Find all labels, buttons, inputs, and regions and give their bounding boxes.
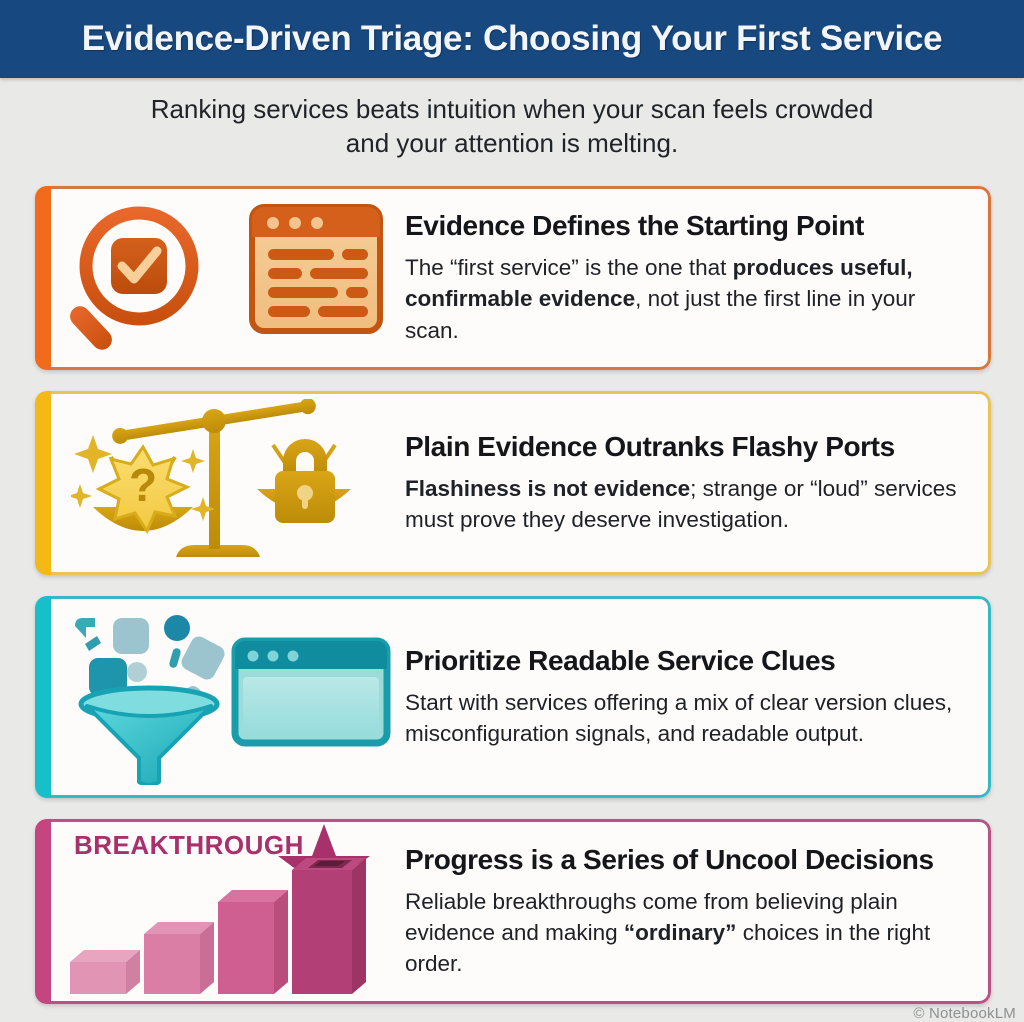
card-title: Progress is a Series of Uncool Decisions xyxy=(405,843,934,875)
sparkle-icon xyxy=(71,435,215,521)
subtitle-line-1: Ranking services beats intuition when yo… xyxy=(150,94,874,124)
card-icon-group: BREAKTHROUGH xyxy=(51,822,401,1001)
card-text-group: Progress is a Series of Uncool Decisions… xyxy=(401,844,988,979)
card-inner: ? Plain Evidence Outranks xyxy=(51,391,991,575)
card-plain-evidence-outranks-flashy-ports[interactable]: ? Plain Evidence Outranks xyxy=(35,391,991,575)
card-inner: BREAKTHROUGH xyxy=(51,819,991,1004)
card-evidence-defines-starting-point[interactable]: Evidence Defines the Starting Point The … xyxy=(35,186,991,370)
padlock-icon xyxy=(275,439,335,523)
subtitle-line-2: and your attention is melting. xyxy=(345,128,679,159)
card-icon-group xyxy=(51,189,401,367)
card-title: Evidence Defines the Starting Point xyxy=(405,210,864,242)
card-title: Plain Evidence Outranks Flashy Ports xyxy=(405,430,895,462)
card-text-group: Prioritize Readable Service Clues Start … xyxy=(401,645,988,749)
page-title: Evidence-Driven Triage: Choosing Your Fi… xyxy=(81,19,943,58)
card-title: Prioritize Readable Service Clues xyxy=(405,644,836,676)
falling-shapes xyxy=(75,614,225,713)
card-prioritize-readable-service-clues[interactable]: Prioritize Readable Service Clues Start … xyxy=(35,596,991,798)
card-body: Reliable breakthroughs come from believi… xyxy=(405,888,931,977)
document-lines-icon xyxy=(249,204,383,334)
card-inner: Prioritize Readable Service Clues Start … xyxy=(51,596,991,798)
watermark: © NotebookLM xyxy=(913,1005,1016,1022)
card-inner: Evidence Defines the Starting Point The … xyxy=(51,186,991,370)
card-accent-bar xyxy=(35,186,51,370)
card-icon-group: ? xyxy=(51,394,401,572)
card-text-group: Evidence Defines the Starting Point The … xyxy=(401,210,988,345)
card-text-group: Plain Evidence Outranks Flashy Ports Fla… xyxy=(401,431,988,535)
card-body: Flashiness is not evidence; strange or “… xyxy=(405,475,957,532)
funnel-icon xyxy=(75,614,225,785)
question-starburst-icon: ? xyxy=(95,444,191,535)
breakthrough-label: BREAKTHROUGH xyxy=(74,830,304,860)
browser-window-icon xyxy=(231,637,391,747)
card-accent-bar xyxy=(35,819,51,1004)
subtitle: Ranking services beats intuition when yo… xyxy=(62,92,962,161)
svg-text:?: ? xyxy=(129,459,157,511)
card-accent-bar xyxy=(35,596,51,798)
magnifier-check-icon xyxy=(70,206,199,350)
card-accent-bar xyxy=(35,391,51,575)
ascending-bar-chart-icon: BREAKTHROUGH xyxy=(70,823,370,994)
balance-scale-icon: ? xyxy=(71,399,351,557)
card-body: Start with services offering a mix of cl… xyxy=(405,689,953,746)
header-band: Evidence-Driven Triage: Choosing Your Fi… xyxy=(0,0,1024,78)
card-body: The “first service” is the one that prod… xyxy=(405,255,916,343)
card-icon-group xyxy=(51,599,401,795)
card-progress-is-a-series-of-uncool-decisions[interactable]: BREAKTHROUGH xyxy=(35,819,991,1004)
